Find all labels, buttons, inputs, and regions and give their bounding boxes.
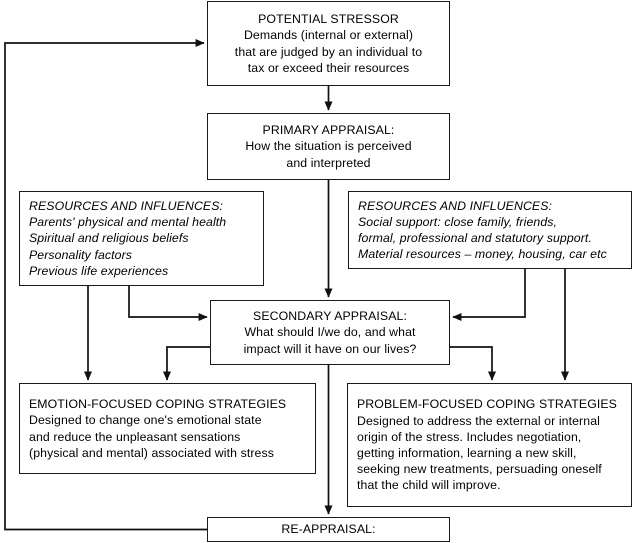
edge-reappraisal-feedback-to-stressor [4, 38, 207, 531]
node-text-line: Previous life experiences [29, 263, 169, 278]
node-emotion-focused-coping-strategies[interactable]: EMOTION-FOCUSED COPING STRATEGIES Design… [19, 383, 316, 474]
node-text-line: Designed to change one's emotional state [29, 413, 262, 428]
node-primary-appraisal[interactable]: PRIMARY APPRAISAL: How the situation is … [207, 113, 450, 180]
node-text-line: RESOURCES AND INFLUENCES: [29, 198, 224, 213]
edge-resources-right-to-secondary [452, 269, 526, 322]
node-text-line: formal, professional and statutory suppo… [358, 231, 592, 245]
node-problem-focused-coping-strategies[interactable]: PROBLEM-FOCUSED COPING STRATEGIES Design… [347, 383, 632, 507]
edge-secondary-to-emotion [162, 346, 210, 381]
node-text-line: and interpreted [286, 155, 371, 170]
node-text-line: and reduce the unpleasant sensations [29, 429, 241, 444]
node-text-line: Social support: close family, friends, [358, 214, 558, 229]
node-text-line: Personality factors [29, 247, 133, 262]
node-resources-and-influences-personal[interactable]: RESOURCES AND INFLUENCES: Parents' physi… [19, 191, 264, 286]
node-text-line: seeking new treatments, persuading onese… [357, 462, 602, 477]
node-text-line: Material resources – money, housing, car… [358, 247, 607, 262]
node-text-line: EMOTION-FOCUSED COPING STRATEGIES [29, 397, 287, 412]
node-text-line: PRIMARY APPRAISAL: [262, 123, 395, 138]
node-text-line: Spiritual and religious beliefs [29, 231, 189, 246]
node-text-line: Designed to address the external or inte… [357, 413, 600, 428]
node-text-line: RESOURCES AND INFLUENCES: [358, 198, 553, 213]
node-text-line: getting information, learning a new skil… [357, 446, 577, 460]
node-text-line: PROBLEM-FOCUSED COPING STRATEGIES [357, 397, 617, 412]
node-potential-stressor[interactable]: POTENTIAL STRESSOR Demands (internal or … [207, 1, 450, 86]
node-text-line: (physical and mental) associated with st… [29, 445, 274, 460]
node-resources-and-influences-social[interactable]: RESOURCES AND INFLUENCES: Social support… [348, 191, 632, 269]
node-text-line: tax or exceed their resources [247, 60, 410, 75]
node-text-line: impact will it have on our lives? [243, 341, 417, 356]
node-text-line: How the situation is perceived [245, 139, 412, 154]
node-text-line: origin of the stress. Includes negotiati… [357, 429, 582, 444]
edge-resources-left-to-secondary [128, 286, 208, 322]
node-text-line: RE-APPRAISAL: [281, 522, 376, 537]
node-text-line: What should I/we do, and what [244, 325, 416, 340]
node-text-line: POTENTIAL STRESSOR [258, 12, 399, 27]
node-text-line: that the child will improve. [357, 478, 501, 493]
node-text-line: Parents' physical and mental health [29, 215, 227, 230]
node-text-line: Demands (internal or external) [243, 28, 414, 43]
edge-secondary-to-problem [450, 346, 497, 381]
node-text-line: that are judged by an individual to [234, 44, 423, 59]
node-text-line: SECONDARY APPRAISAL: [253, 309, 407, 324]
node-reappraisal[interactable]: RE-APPRAISAL: [207, 517, 450, 542]
node-secondary-appraisal[interactable]: SECONDARY APPRAISAL: What should I/we do… [210, 300, 450, 365]
